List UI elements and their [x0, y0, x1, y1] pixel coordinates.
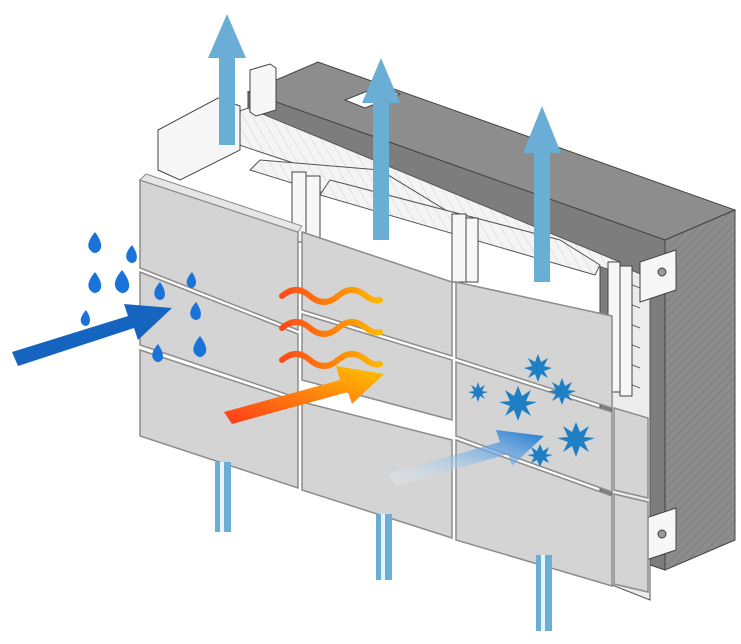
water-drop-icon: [152, 344, 163, 362]
snowflake-icon: [499, 386, 537, 421]
water-drop-icon: [193, 336, 207, 357]
panel-mid-bottom: [301, 401, 453, 540]
heat-wave-icon: [279, 319, 383, 337]
masonry-wall: [246, 61, 737, 571]
water-drop-icon: [88, 272, 102, 293]
arrow-up-icon: [362, 58, 400, 580]
water-drop-icon: [88, 232, 102, 253]
panel-edge-bottom: [613, 493, 649, 593]
water-drop-icon: [80, 310, 90, 326]
arrow-up-icon: [208, 14, 246, 532]
water-drop-icon: [154, 282, 165, 300]
frost-arrow: [388, 430, 544, 486]
snowflake-icon: [524, 354, 552, 382]
water-drop-icon: [190, 302, 201, 320]
panel-mid-top: [301, 230, 453, 358]
rain-drops: [80, 232, 207, 362]
panel-right-top: [455, 281, 613, 410]
snowflake-icon: [548, 378, 576, 405]
wind-arrow: [12, 304, 172, 366]
heat-arrow: [224, 366, 384, 424]
heat-wave-icon: [279, 287, 383, 305]
panel-edge-top: [613, 406, 649, 499]
water-drop-icon: [126, 245, 137, 263]
snowflake-icon: [527, 444, 553, 467]
water-drop-icon: [114, 270, 130, 293]
heat-wave-icon: [279, 351, 383, 369]
cladding-panels: [139, 178, 649, 593]
panel-right-bottom: [455, 438, 613, 588]
snowflake-icon: [557, 422, 595, 457]
panel-left-bottom: [139, 348, 299, 490]
snowflake-icon: [468, 382, 488, 402]
frost-flakes: [468, 354, 595, 467]
ventilation-airflow: [208, 14, 561, 631]
water-drop-icon: [186, 272, 196, 288]
heat-waves: [279, 287, 383, 369]
arrow-up-icon: [523, 106, 561, 631]
